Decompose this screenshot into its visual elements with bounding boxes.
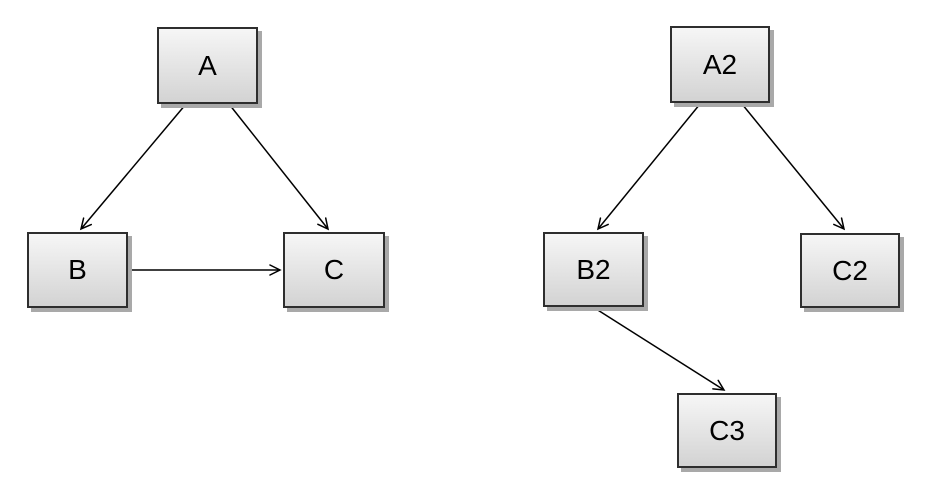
- node-label: A2: [702, 48, 738, 80]
- node-label: C2: [832, 254, 868, 286]
- node-C2[interactable]: C2: [800, 233, 900, 308]
- node-B2[interactable]: B2: [543, 232, 644, 307]
- node-A2[interactable]: A2: [670, 26, 770, 103]
- node-C3[interactable]: C3: [677, 393, 777, 468]
- edge-A-C[interactable]: [228, 103, 330, 231]
- node-label: C3: [709, 414, 745, 446]
- edge-A2-B2[interactable]: [596, 103, 701, 231]
- node-B[interactable]: B: [27, 232, 128, 308]
- node-label: B2: [576, 253, 611, 285]
- node-label: A: [198, 49, 217, 81]
- node-label: B: [68, 254, 87, 285]
- node-C[interactable]: C: [283, 232, 385, 308]
- node-label: C: [323, 254, 345, 285]
- edge-B2-C3[interactable]: [592, 306, 726, 391]
- node-A[interactable]: A: [157, 27, 258, 104]
- edge-A2-C2[interactable]: [741, 103, 846, 231]
- edge-A-B[interactable]: [79, 103, 187, 231]
